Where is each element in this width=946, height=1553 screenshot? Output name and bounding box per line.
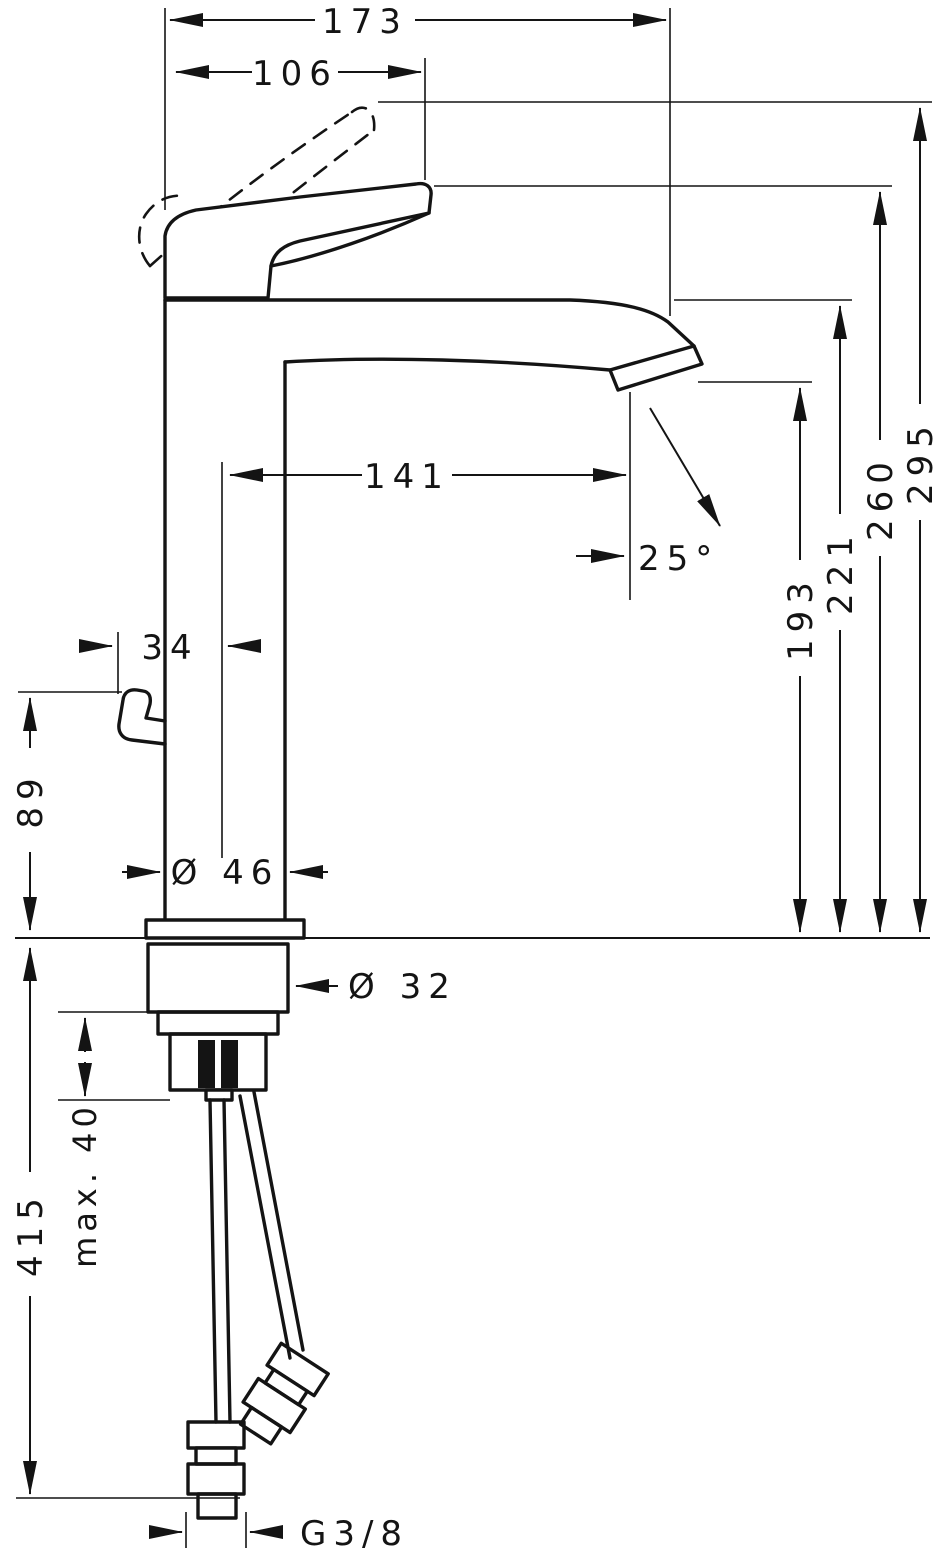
- dim-side-height: 89: [11, 697, 51, 931]
- tailpiece-left: [198, 1040, 215, 1088]
- dim-height-193: 193: [781, 387, 821, 933]
- dim-spout-angle-label: 25°: [638, 539, 719, 579]
- dim-spout-reach-label: 141: [364, 457, 450, 497]
- washer: [156, 1010, 280, 1036]
- dim-height-221: 221: [821, 305, 861, 933]
- handle-lever: [163, 181, 433, 300]
- dim-height-260: 260: [861, 191, 901, 933]
- side-lever: [117, 688, 167, 746]
- extension-lines: [16, 8, 932, 1548]
- dim-handle-offset-label: 34: [141, 628, 198, 668]
- supply-hose-right: [238, 1090, 330, 1446]
- dim-max-deck-thickness-label: max. 40: [66, 1102, 104, 1268]
- under-counter-assembly: [146, 942, 330, 1520]
- dim-side-height-label: 89: [11, 771, 51, 828]
- dim-thread-size-label: G3/8: [300, 1514, 409, 1553]
- aerator: [608, 344, 704, 392]
- dim-thread-size: G3/8: [149, 1514, 409, 1553]
- dim-handle-width: 106: [175, 54, 422, 94]
- mounting-nut: [168, 1032, 268, 1092]
- dim-total-width-label: 173: [322, 2, 408, 42]
- base-flange: [144, 918, 306, 940]
- dim-max-deck-thickness: max. 40: [66, 1017, 104, 1268]
- dim-height-295-label: 295: [901, 419, 941, 505]
- threaded-shank: [146, 942, 290, 1014]
- dim-height-193-label: 193: [781, 575, 821, 661]
- dim-shank-diameter-label: Ø 32: [348, 967, 457, 1007]
- faucet-outline: [117, 106, 704, 940]
- dim-height-295: 295: [901, 107, 941, 933]
- dim-total-width: 173: [169, 2, 667, 42]
- hose-collar: [204, 1088, 234, 1102]
- supply-hose-left: [186, 1098, 246, 1520]
- dim-shank-diameter: Ø 32: [295, 967, 457, 1007]
- dim-base-diameter: Ø 46: [122, 853, 328, 893]
- dim-height-260-label: 260: [861, 455, 901, 541]
- dim-hose-length-label: 415: [11, 1191, 51, 1277]
- dim-base-diameter-label: Ø 46: [171, 853, 280, 893]
- tailpiece-right: [221, 1040, 238, 1088]
- spout-and-column: [163, 298, 704, 924]
- dim-height-221-label: 221: [821, 529, 861, 615]
- dim-spout-reach: 141: [229, 457, 627, 497]
- dim-handle-offset: 34: [79, 628, 261, 668]
- dim-hose-length: 415: [11, 947, 51, 1495]
- dim-spout-angle: 25°: [576, 407, 721, 579]
- dim-handle-width-label: 106: [252, 54, 338, 94]
